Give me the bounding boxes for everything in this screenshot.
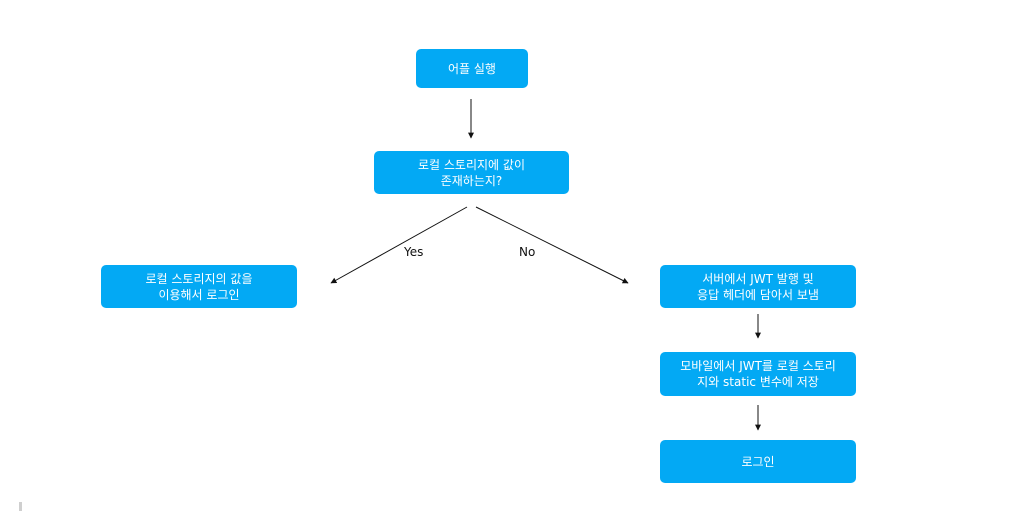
node-mobile-store-jwt: 모바일에서 JWT를 로컬 스토리 지와 static 변수에 저장 [660,352,856,396]
node-storage-check: 로컬 스토리지에 값이 존재하는지? [374,151,569,194]
node-mobile-store-jwt-label: 모바일에서 JWT를 로컬 스토리 지와 static 변수에 저장 [680,359,836,389]
edge-check-to-yes-login [330,206,468,284]
edge-label-yes: Yes [404,245,424,259]
node-app-start-label: 어플 실행 [448,61,496,76]
scroll-tick [19,502,22,511]
node-storage-check-label: 로컬 스토리지에 값이 존재하는지? [418,157,525,188]
node-login-with-storage: 로컬 스토리지의 값을 이용해서 로그인 [101,265,297,308]
node-server-issue-jwt-label: 서버에서 JWT 발행 및 응답 헤더에 담아서 보냄 [697,271,819,302]
node-server-issue-jwt: 서버에서 JWT 발행 및 응답 헤더에 담아서 보냄 [660,265,856,308]
node-login-with-storage-label: 로컬 스토리지의 값을 이용해서 로그인 [145,271,253,302]
edge-check-to-issue-jwt [475,206,629,284]
node-login: 로그인 [660,440,856,483]
node-app-start: 어플 실행 [416,49,528,88]
node-login-label: 로그인 [741,454,775,469]
edge-label-no: No [519,245,536,259]
